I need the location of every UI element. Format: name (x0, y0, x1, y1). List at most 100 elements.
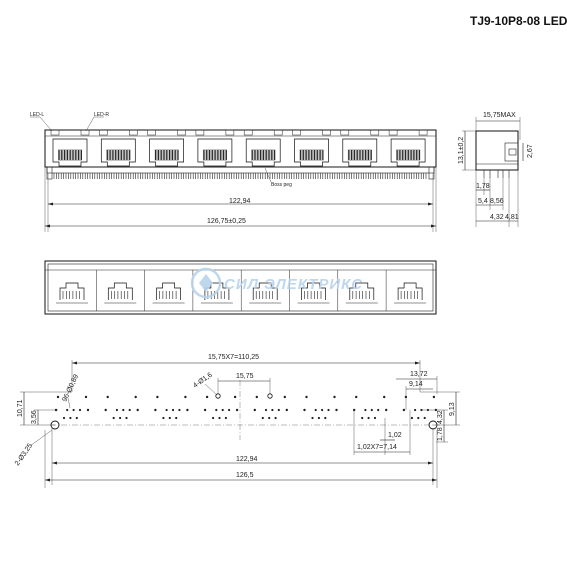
contact-block (202, 149, 227, 161)
jack-opening (390, 138, 426, 167)
led-window (195, 129, 205, 136)
led-hole (203, 408, 207, 412)
signal-hole (218, 416, 221, 420)
led-hole (285, 408, 288, 412)
port-hole-group (353, 395, 388, 420)
latch-outline (301, 282, 326, 300)
led-hole (184, 395, 187, 399)
signal-hole (215, 408, 218, 412)
led-hole (205, 395, 209, 399)
jack-opening (52, 138, 88, 167)
top-port (337, 270, 378, 311)
latch-outline (349, 282, 375, 300)
led-window (225, 129, 235, 136)
front-width-inner: 122,94 (229, 198, 251, 205)
led-window (99, 129, 108, 136)
led-hole (154, 408, 157, 412)
jack-opening (100, 138, 136, 167)
boss-peg-label: Boss peg (271, 182, 292, 188)
latch-outline (156, 282, 181, 300)
signal-hole (423, 416, 426, 420)
signal-hole (221, 408, 224, 412)
latch-outline (397, 282, 423, 300)
signal-hole (277, 408, 280, 412)
top-port (96, 270, 137, 311)
signal-hole (62, 416, 66, 420)
port-hole-group (104, 395, 139, 420)
led-hole (84, 395, 88, 399)
jack-opening (245, 138, 281, 167)
led-window (292, 129, 301, 136)
led-hole (106, 395, 109, 399)
contact-block (58, 149, 82, 161)
top-port (385, 270, 427, 311)
signal-hole (314, 408, 317, 412)
signal-hole (228, 408, 231, 412)
port-hole-group (203, 395, 239, 420)
led-hole (333, 395, 336, 399)
signal-hole (264, 408, 268, 412)
fp-holes-4: 4-Ø1,6 (192, 372, 214, 390)
contact-block (106, 149, 131, 161)
signal-hole (175, 416, 178, 420)
front-view: LED-L LED-R Boss peg 122,94 126,75±0,25 (30, 112, 437, 232)
led-hole (432, 395, 436, 399)
signal-hole (119, 416, 122, 420)
led-hole (104, 408, 107, 412)
fp-pitch: 15,75 (236, 373, 254, 380)
led-window (273, 129, 283, 136)
side-height: 13,1±0,2 (458, 137, 465, 164)
front-ports (50, 129, 428, 167)
led-hole (54, 408, 58, 412)
front-port (147, 129, 186, 167)
signal-hole (414, 408, 417, 412)
led-hole (283, 395, 286, 399)
fp-pitch-total: 15,75X7=110,25 (208, 354, 259, 361)
port-hole-group (303, 395, 338, 420)
front-port (99, 129, 138, 167)
led-window (177, 129, 186, 136)
signal-hole (321, 408, 324, 412)
signal-hole (72, 408, 75, 412)
signal-hole (212, 416, 215, 420)
led-hole (56, 395, 60, 399)
led-window (147, 129, 156, 136)
watermark: СИЛ ЭЛЕКТРИКС (190, 267, 362, 299)
signal-hole (162, 416, 165, 420)
signal-hole (66, 408, 69, 412)
fp-dim-102x7: 1,02X7=7,14 (357, 444, 397, 451)
led-hole (255, 395, 258, 399)
jack-opening (197, 138, 233, 167)
fp-dim-914: 9,14 (409, 381, 423, 388)
led-window (129, 129, 138, 136)
led-hole (305, 395, 308, 399)
led-hole (383, 395, 386, 399)
signal-hole (268, 416, 271, 420)
front-width-total: 126,75±0,25 (207, 218, 246, 225)
port-hole-group (154, 395, 189, 420)
side-dim-54: 5,4 (478, 198, 488, 205)
top-port (289, 270, 330, 311)
front-port (195, 129, 235, 167)
side-dim-856: 8,56 (490, 198, 504, 205)
contact-block (299, 149, 324, 161)
latch-outline (107, 282, 133, 300)
led-hole (335, 408, 338, 412)
jack-opening (342, 138, 378, 167)
boss-hole (267, 393, 273, 399)
signal-hole (274, 416, 277, 420)
signal-hole (171, 408, 175, 412)
signal-hole (324, 416, 327, 420)
port-hole-group (402, 395, 438, 420)
led-hole (353, 408, 356, 412)
signal-hole (112, 416, 115, 420)
side-depth-max: 15,75MAX (483, 112, 516, 119)
signal-hole (128, 408, 131, 412)
led-hole (136, 408, 139, 412)
jack-opening (149, 138, 184, 167)
fp-dim-432: 4,32 (437, 410, 444, 424)
led-hole (303, 408, 306, 412)
fp-holes-2: 2-Ø3,25 (14, 442, 34, 467)
led-hole (404, 395, 408, 399)
